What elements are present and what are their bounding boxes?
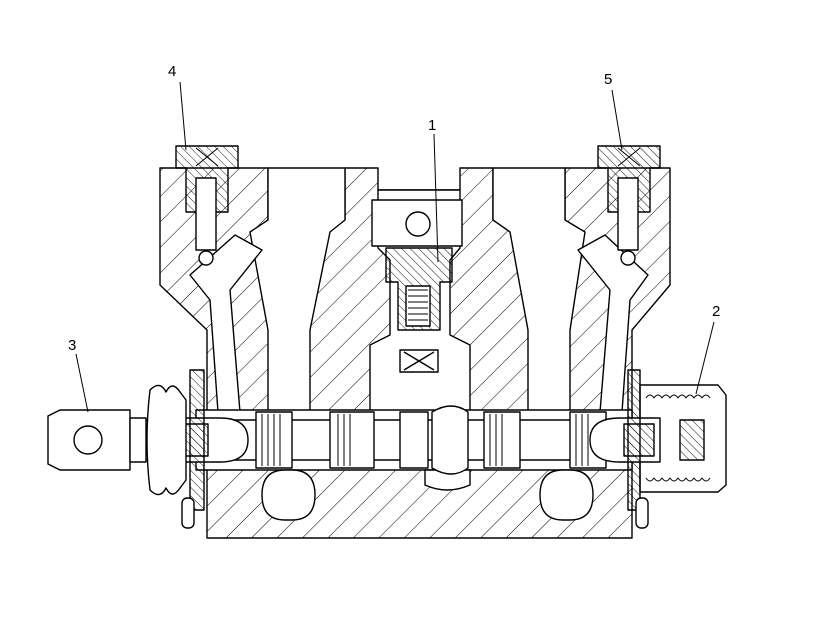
left-flange: [189, 369, 205, 511]
end-stop: [679, 419, 705, 461]
rubber-boot: [146, 384, 187, 496]
check-cap-right-x: [617, 147, 641, 167]
clevis-hole: [73, 425, 103, 455]
relief-seat: [399, 349, 439, 373]
left-bolt: [181, 497, 195, 529]
spool-land-lines: [261, 414, 589, 466]
callout-2: 2: [712, 303, 721, 320]
check-poppet-left: [195, 177, 217, 251]
right-flange: [627, 369, 641, 511]
lower-port-center: [424, 469, 471, 491]
relief-plug-hole: [405, 211, 431, 237]
spring-coils: [645, 394, 711, 482]
passage-right: [577, 234, 649, 413]
relief-spring-chamber: [405, 285, 431, 327]
check-poppet-right: [617, 177, 639, 251]
check-cap-left-x: [195, 147, 219, 167]
callout-4: 4: [168, 63, 177, 80]
callout-5: 5: [604, 71, 613, 88]
lower-port-right: [539, 469, 594, 521]
passage-left: [189, 234, 263, 413]
callout-3: 3: [68, 337, 77, 354]
check-ball-right: [620, 250, 636, 266]
callout-1: 1: [428, 117, 437, 134]
lower-port-left: [261, 469, 316, 521]
leader-lines: [75, 81, 715, 413]
right-bolt: [635, 497, 649, 529]
clevis-neck: [129, 417, 147, 463]
check-ball-left: [198, 250, 214, 266]
relief-spring: [408, 289, 428, 321]
